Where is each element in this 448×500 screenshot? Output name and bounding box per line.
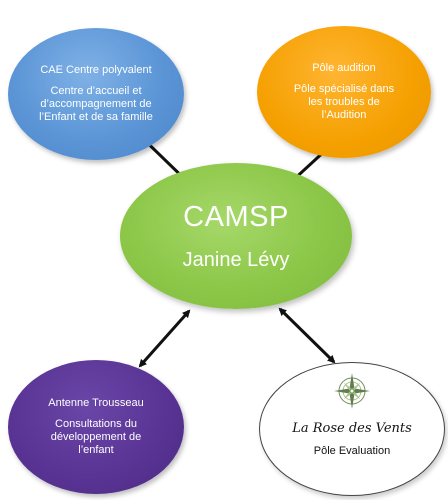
node-cae-centre-polyvalent: CAE Centre polyvalent Centre d’accueil e… bbox=[8, 28, 184, 160]
node-description: Centre d’accueil et d’accompagnement de … bbox=[39, 85, 153, 123]
node-description: Pôle spécialisé dans les troubles de l’A… bbox=[293, 83, 395, 121]
node-camsp-center: CAMSP Janine Lévy bbox=[120, 163, 352, 309]
node-la-rose-des-vents: La Rose des Vents Pôle Evaluation bbox=[259, 362, 445, 496]
node-title: Antenne Trousseau bbox=[48, 397, 144, 409]
connector-bottom-left bbox=[138, 309, 191, 368]
center-title: CAMSP bbox=[183, 201, 289, 233]
node-description: Pôle Evaluation bbox=[313, 445, 391, 457]
connector-bottom-right bbox=[278, 307, 336, 364]
node-antenne-trousseau: Antenne Trousseau Consultations du dével… bbox=[8, 360, 184, 494]
logo-wordmark: La Rose des Vents bbox=[292, 421, 412, 436]
node-description: Consultations du développement de l’enfa… bbox=[50, 418, 142, 456]
compass-rose-icon bbox=[334, 373, 370, 409]
node-pole-audition: Pôle audition Pôle spécialisé dans les t… bbox=[257, 26, 431, 158]
node-title: CAE Centre polyvalent bbox=[40, 64, 152, 76]
node-title: Pôle audition bbox=[312, 62, 376, 74]
center-subtitle: Janine Lévy bbox=[182, 249, 290, 271]
